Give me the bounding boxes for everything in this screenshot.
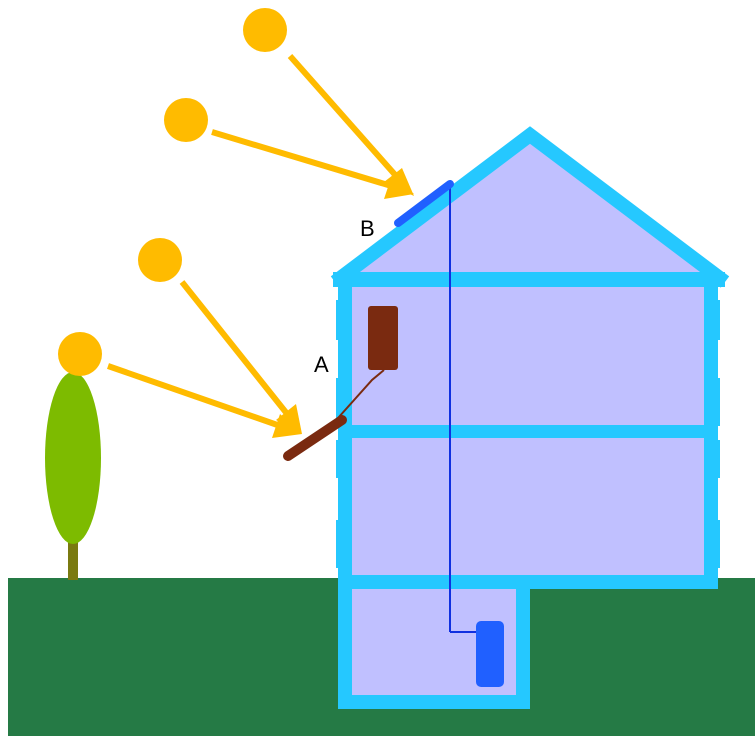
floor-divider-upper — [345, 425, 711, 438]
sun-ray — [211, 129, 399, 191]
sun-ray — [287, 54, 408, 188]
ray-arrowhead — [272, 414, 302, 438]
roof — [330, 126, 730, 288]
sun-ray — [179, 280, 295, 422]
ray-arrowhead — [276, 404, 302, 434]
sun-rays — [107, 54, 414, 438]
label-b: B — [360, 216, 375, 241]
tank-b — [476, 621, 504, 687]
wall-ledge — [336, 520, 346, 568]
wall-ledge — [336, 440, 346, 478]
sun-icon — [138, 238, 182, 282]
collector-b — [394, 180, 454, 227]
sun-icon — [164, 98, 208, 142]
sun-ray — [107, 363, 287, 431]
pipe-a — [337, 369, 385, 419]
wall-ledge — [710, 378, 720, 426]
tree-icon — [45, 372, 101, 580]
tree-crown — [45, 372, 101, 544]
wall-ledge — [336, 300, 346, 340]
wall-ledge — [336, 378, 346, 426]
solar-system-a — [283, 306, 398, 461]
sun-icon — [58, 332, 102, 376]
tank-a — [368, 306, 398, 370]
collector-a — [283, 415, 347, 461]
solar-system-b — [394, 180, 504, 687]
wall-ledge — [710, 520, 720, 568]
tree-trunk — [68, 540, 78, 580]
ray-arrowhead — [384, 175, 414, 199]
wall-ledge — [710, 440, 720, 478]
wall-ledge — [710, 300, 720, 340]
label-a: A — [314, 352, 329, 377]
sun-icon — [243, 8, 287, 52]
